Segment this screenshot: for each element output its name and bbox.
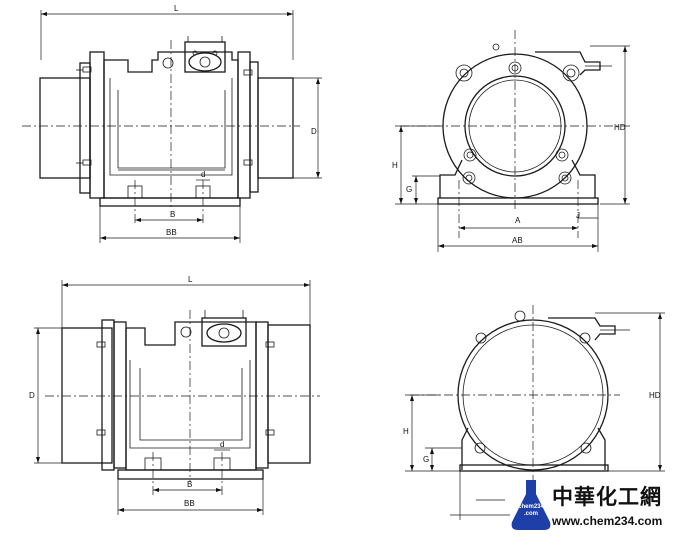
flask-text-2: .com (523, 511, 538, 517)
dim-label-HD-top: HD (614, 123, 626, 132)
dim-label-B-bottom: B (187, 480, 192, 489)
dim-label-BB-bottom: BB (184, 499, 195, 508)
dim-label-AB: AB (512, 236, 523, 245)
dim-label-H-bottom: H (403, 427, 409, 436)
side-view-bottom: L (29, 275, 320, 515)
dim-label-G-bottom: G (423, 455, 429, 464)
dim-label-d-bottom: d (220, 440, 224, 449)
dim-label-HD-bottom: HD (649, 391, 661, 400)
dim-label-L: L (174, 4, 179, 13)
flask-text-1: chem234 (518, 504, 544, 510)
dim-label-D-bottom: D (29, 391, 35, 400)
dim-label-BB: BB (166, 228, 177, 237)
dim-label-J: J (576, 211, 580, 220)
dim-label-d: d (201, 170, 205, 179)
watermark-chinese-name: 中華化工網 (552, 485, 662, 509)
side-view-top: L (22, 4, 322, 243)
dim-label-B: B (170, 210, 175, 219)
dim-label-L-bottom: L (188, 275, 193, 284)
watermark-url: www.chem234.com (552, 514, 663, 528)
dim-label-G-top: G (406, 185, 412, 194)
flask-logo-icon (511, 480, 551, 530)
end-view-top: H G HD A J AB (392, 30, 630, 252)
watermark-logo: chem234 .com 中華化工網 www.chem234.com (508, 478, 689, 542)
dim-label-H-top: H (392, 161, 398, 170)
end-view-bottom: H G HD (403, 305, 665, 520)
dim-label-A: A (515, 216, 521, 225)
dim-label-D: D (311, 127, 317, 136)
